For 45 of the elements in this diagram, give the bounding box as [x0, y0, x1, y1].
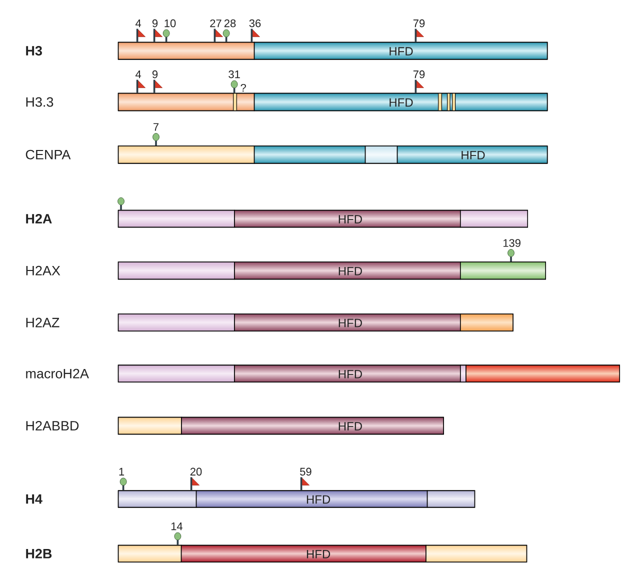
residue-number: 10: [164, 19, 176, 28]
row-label: H2B: [26, 548, 52, 558]
row-label: H2A: [26, 214, 52, 224]
residue-number: 1: [119, 468, 124, 476]
bar-segment: [118, 92, 255, 112]
row-label: H3: [26, 46, 42, 56]
row-label: H2ABBD: [26, 420, 79, 430]
residue-number: 31: [228, 70, 240, 78]
residue-number: 139: [503, 239, 520, 247]
row-label: H2AX: [26, 266, 60, 276]
residue-number: 20: [190, 468, 202, 476]
residue-number: 79: [413, 70, 425, 78]
bar-segment: [460, 364, 466, 382]
bar-segment: [118, 490, 197, 508]
bar-segment: [118, 314, 235, 332]
bar-segment: [364, 146, 398, 164]
bar-segment: [460, 314, 514, 332]
bar-segment: [426, 544, 528, 562]
row-label: CENPA: [26, 150, 71, 160]
bar-segment: [118, 146, 255, 164]
question-mark: ?: [240, 84, 246, 92]
bar-segment: [118, 544, 182, 562]
bar-segment: [118, 262, 235, 280]
residue-number: 7: [154, 123, 158, 131]
bar-segment: [118, 364, 235, 382]
residue-number: 79: [413, 19, 425, 28]
bar-segment: [118, 42, 255, 60]
residue-number: 4: [136, 20, 142, 28]
row-label: H2AZ: [26, 318, 60, 328]
bar-segment: [460, 262, 546, 280]
residue-number: 28: [224, 19, 236, 28]
residue-number: 36: [249, 19, 261, 28]
bar-segment: [460, 210, 528, 228]
residue-number: 9: [152, 70, 158, 78]
row-label: H4: [26, 494, 42, 504]
residue-number: 59: [300, 468, 312, 476]
bar-segment: [118, 416, 182, 435]
residue-number: 4: [136, 70, 142, 78]
row-label: H3.3: [26, 97, 54, 107]
residue-number: 27: [210, 19, 222, 28]
residue-number: 14: [171, 522, 182, 530]
bar-segment: [118, 210, 235, 228]
residue-number: 9: [152, 19, 158, 28]
bar-segment: [426, 490, 476, 508]
row-label: macroH2A: [26, 368, 89, 378]
